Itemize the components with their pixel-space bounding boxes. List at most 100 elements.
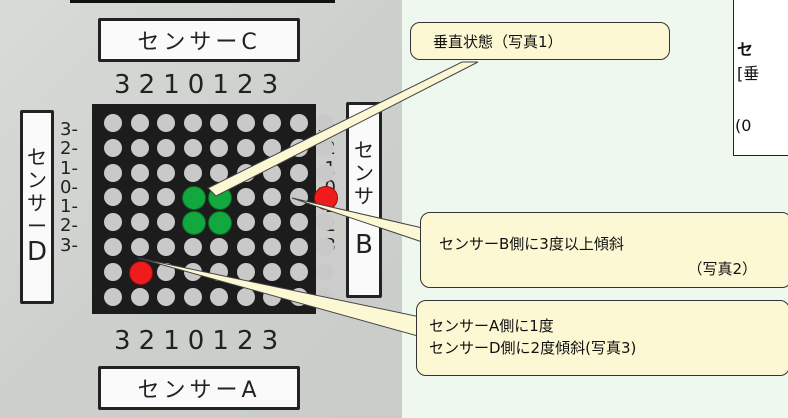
scale-tick: 0	[187, 70, 205, 100]
callout-vertical-text: 垂直状態（写真1）	[433, 32, 563, 51]
led-off	[263, 163, 281, 182]
sensor-d-char: ン	[27, 168, 47, 193]
led-off	[130, 287, 149, 306]
led-off	[316, 262, 334, 281]
scale-tick: 3-	[60, 119, 78, 140]
led-off	[157, 138, 175, 157]
led-off	[130, 163, 149, 182]
led-off	[236, 188, 255, 207]
led-off	[104, 114, 122, 132]
scale-tick: 3	[261, 70, 279, 100]
sensor-b-char: セ	[354, 138, 374, 163]
led-off	[183, 114, 202, 132]
sensor-a-label: センサーA	[98, 366, 300, 410]
led-off	[263, 138, 281, 157]
scale-tick: 0-	[60, 176, 78, 198]
callout-sensor-ad-line2: センサーD側に2度傾斜(写真3)	[429, 339, 637, 357]
sensor-d-char: セ	[27, 145, 47, 170]
sensor-b-char: サ	[354, 184, 374, 209]
led-off	[236, 138, 255, 157]
led-green	[181, 186, 206, 211]
led-off	[130, 238, 149, 256]
scale-tick: 3	[261, 326, 279, 356]
sensor-c-text: センサーC	[137, 30, 261, 55]
led-off	[316, 163, 334, 182]
led-off	[289, 188, 308, 207]
callout-vertical: 垂直状態（写真1）	[410, 22, 670, 60]
left-scale: 3- 2- 1- 0- 1- 2- 3-	[60, 120, 78, 255]
led-off	[263, 114, 281, 132]
led-off	[210, 114, 228, 132]
scale-tick: 2	[138, 326, 156, 356]
callout-sensor-b-line1: センサーB側に3度以上傾斜	[439, 235, 624, 253]
led-off	[316, 138, 334, 157]
led-green	[208, 211, 232, 236]
led-off	[289, 138, 308, 157]
led-off	[236, 163, 255, 182]
led-off	[263, 213, 281, 232]
led-off	[236, 262, 255, 281]
led-off	[316, 287, 334, 306]
sensor-d-char: サ	[27, 191, 47, 216]
led-off	[289, 213, 308, 232]
sensor-b-char: B	[355, 230, 373, 261]
led-matrix-photo: センサーC センサーA セ ン サ ー D セ ン サ ー B 3 2 1 0 …	[0, 0, 402, 418]
scale-tick: 2	[236, 70, 254, 100]
sensor-d-label: セ ン サ ー D	[20, 110, 54, 304]
sensor-b-char: ー	[354, 207, 374, 232]
scale-tick: 1	[212, 326, 229, 356]
callout-sensor-b: センサーB側に3度以上傾斜 （写真2）	[420, 212, 788, 288]
sensor-d-char: D	[26, 237, 48, 268]
info-line-3: (0	[735, 116, 752, 135]
sensor-b-char: ン	[354, 161, 374, 186]
led-off	[289, 163, 308, 182]
led-off	[289, 287, 308, 306]
scale-tick: 2-	[60, 215, 78, 237]
led-off	[157, 188, 175, 207]
led-green	[181, 211, 206, 236]
led-off	[210, 262, 228, 281]
led-off	[183, 138, 202, 157]
led-off	[157, 213, 175, 232]
led-off	[183, 163, 202, 182]
led-off	[157, 238, 175, 256]
scale-tick: 0	[187, 326, 205, 356]
scale-tick: 3	[114, 326, 131, 356]
sensor-b-label: セ ン サ ー B	[346, 102, 382, 298]
led-off	[130, 188, 149, 207]
led-off	[104, 213, 122, 232]
callout-sensor-b-line2: （写真2）	[687, 260, 757, 278]
led-off	[263, 287, 281, 306]
sensor-c-label: センサーC	[98, 18, 300, 62]
led-off	[263, 188, 281, 207]
led-off	[263, 262, 281, 281]
led-matrix	[92, 104, 338, 314]
scale-tick: 1	[163, 70, 180, 100]
led-off	[183, 238, 202, 256]
led-off	[104, 163, 122, 182]
sensor-d-char: ー	[27, 214, 47, 239]
led-off	[104, 188, 122, 207]
scale-tick: 1-	[60, 196, 78, 218]
led-off	[210, 287, 228, 306]
led-off	[104, 238, 122, 256]
scale-tick: 2-	[60, 138, 78, 160]
scale-tick: 3-	[60, 234, 78, 256]
led-off	[130, 138, 149, 157]
led-off	[210, 163, 228, 182]
led-off	[157, 287, 175, 306]
led-off	[157, 163, 175, 182]
led-off	[236, 114, 255, 132]
led-off	[104, 262, 122, 281]
scale-tick: 2	[236, 326, 254, 356]
led-off	[289, 262, 308, 281]
led-off	[130, 213, 149, 232]
scale-tick: 3	[114, 70, 131, 100]
scale-tick: 1-	[60, 157, 78, 179]
led-off	[210, 138, 228, 157]
led-off	[236, 238, 255, 256]
top-scale: 3 2 1 0 1 2 3	[110, 70, 282, 100]
led-off	[157, 114, 175, 132]
led-off	[263, 238, 281, 256]
led-off	[210, 238, 228, 256]
